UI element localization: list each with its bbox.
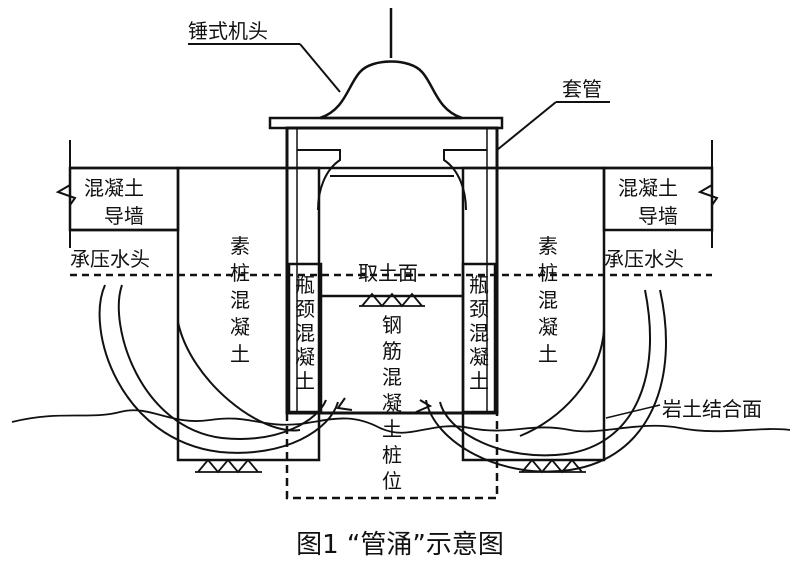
- vertical-char: 桩: [382, 443, 402, 467]
- bearing-symbol-left: [195, 458, 262, 474]
- bearing-symbol-center: [359, 292, 425, 308]
- rc-pile-position: [285, 413, 499, 500]
- vertical-char: 混: [538, 288, 558, 312]
- break-mark-left: [55, 168, 77, 248]
- label-guide-wall-left-2: 导墙: [104, 204, 144, 228]
- flow-arc-left-mid: [177, 321, 301, 432]
- vertical-char: 素: [230, 234, 250, 258]
- label-pressure-head-right: 承压水头: [604, 247, 684, 271]
- vertical-char: 混: [382, 365, 402, 389]
- hammer-jaw-right: [443, 149, 487, 211]
- vertical-char: 瓶: [469, 273, 489, 297]
- vertical-char: 凝: [469, 345, 489, 369]
- vertical-char: 混: [295, 321, 315, 345]
- leader-hammer: [299, 43, 341, 93]
- vertical-char: 凝: [295, 345, 315, 369]
- flow-arc-left-outer: [98, 284, 339, 454]
- flow-arc-left-inner: [117, 284, 327, 440]
- bearing-symbol-right: [519, 458, 586, 474]
- vertical-char: 凝: [538, 315, 558, 339]
- label-pressure-head-left: 承压水头: [70, 247, 150, 271]
- vertical-char: 颈: [295, 297, 315, 321]
- flow-arc-right-mid: [519, 329, 605, 437]
- vertical-char: 混: [230, 288, 250, 312]
- bottleneck-left: [287, 262, 323, 414]
- vertical-char: 土: [295, 369, 315, 393]
- label-excavation-surface: 取土面: [358, 261, 418, 285]
- vertical-char: 凝: [382, 391, 402, 415]
- rock-soil-interface: [11, 409, 791, 434]
- label-guide-wall-left-1: 混凝土: [84, 176, 144, 200]
- vertical-char: 土: [538, 342, 558, 366]
- vertical-char: 土: [469, 369, 489, 393]
- flow-arc-right-inner: [439, 289, 652, 457]
- vertical-char: 瓶: [295, 273, 315, 297]
- flow-arrow-right: [415, 399, 433, 413]
- vertical-char: 土: [382, 417, 402, 441]
- hammer-head-bell: [319, 60, 463, 120]
- label-guide-wall-right-1: 混凝土: [618, 176, 678, 200]
- break-mark-right: [697, 168, 719, 248]
- bottleneck-right: [461, 262, 497, 414]
- flow-arc-right-outer: [425, 289, 667, 473]
- vertical-char: 颈: [469, 297, 489, 321]
- vertical-char: 钢: [382, 313, 402, 337]
- vertical-char: 桩: [230, 261, 250, 285]
- vertical-char: 混: [469, 321, 489, 345]
- vertical-char: 素: [538, 234, 558, 258]
- vertical-char: 土: [230, 342, 250, 366]
- vertical-char: 桩: [538, 261, 558, 285]
- vertical-char: 筋: [382, 339, 402, 363]
- vertical-char: 凝: [230, 315, 250, 339]
- label-casing: 套管: [562, 77, 602, 101]
- casing-tube: [285, 126, 499, 415]
- leader-casing: [496, 101, 557, 151]
- label-rock-soil-interface: 岩土结合面: [662, 397, 762, 421]
- vertical-char: 位: [382, 469, 402, 493]
- figure-caption: 图1 “管涌”示意图: [296, 530, 504, 560]
- label-hammer-head: 锤式机头: [188, 19, 268, 43]
- label-guide-wall-right-2: 导墙: [638, 204, 678, 228]
- flow-arrow-left: [336, 397, 353, 411]
